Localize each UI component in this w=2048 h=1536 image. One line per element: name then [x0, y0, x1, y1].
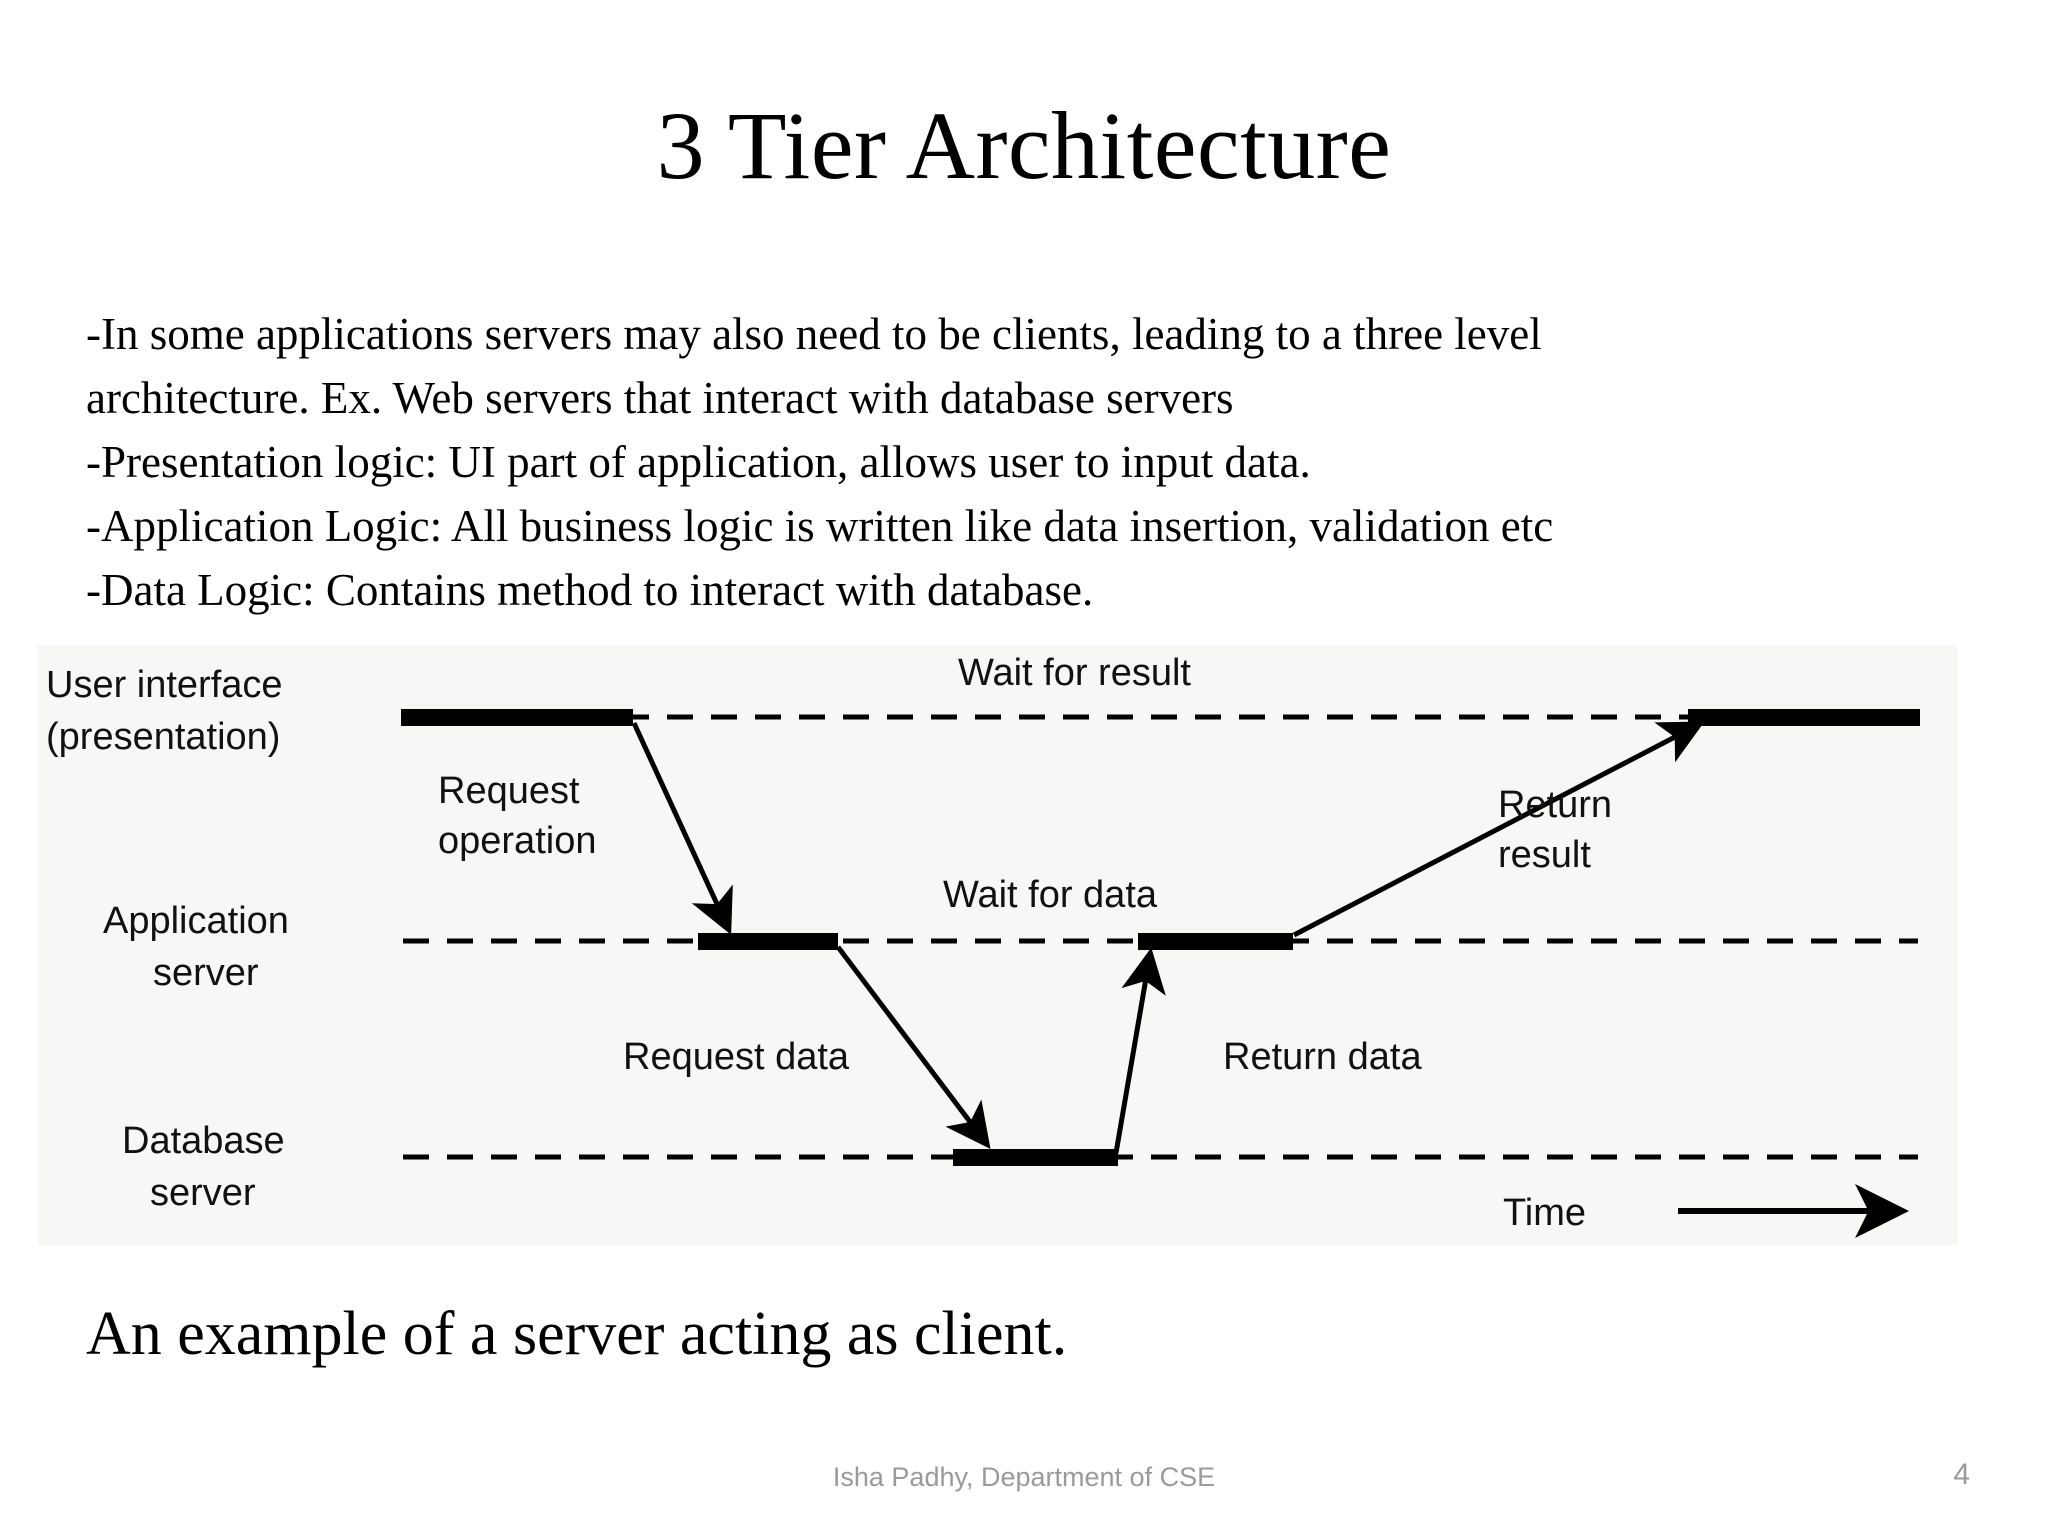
- lifeline-db-active: [953, 1149, 1118, 1166]
- lifeline-label-app-line2: server: [153, 952, 259, 994]
- lifeline-app-active-left: [698, 933, 838, 950]
- lifeline-ui-active-right: [1688, 709, 1920, 726]
- arrow-return-result: [1292, 721, 1705, 938]
- slide-caption: An example of a server acting as client.: [86, 1300, 1068, 1368]
- footer-page-number: 4: [1953, 1458, 1970, 1491]
- label-request-data: Request data: [623, 1036, 850, 1078]
- lifeline-label-app-line1: Application: [103, 900, 289, 942]
- label-request-operation-line1: Request: [438, 770, 580, 812]
- lifeline-app-active-right: [1138, 933, 1293, 950]
- sequence-diagram: User interface (presentation) Applicatio…: [38, 645, 1958, 1245]
- page-title: 3 Tier Architecture: [656, 92, 1392, 199]
- label-return-data: Return data: [1223, 1036, 1422, 1078]
- arrow-return-data: [1113, 947, 1166, 1154]
- label-time-axis: Time: [1503, 1192, 1586, 1234]
- arrow-request-data: [836, 945, 991, 1149]
- body-line-4: -Application Logic: All business logic i…: [86, 501, 1554, 551]
- label-return-result-line2: result: [1498, 834, 1591, 876]
- body-line-1: -In some applications servers may also n…: [86, 309, 1542, 359]
- lifeline-label-ui-line2: (presentation): [46, 716, 280, 758]
- label-request-operation-line2: operation: [438, 820, 596, 862]
- arrow-request-operation: [631, 721, 733, 935]
- lifeline-label-db-line2: server: [150, 1172, 256, 1214]
- label-wait-for-data: Wait for data: [943, 874, 1158, 916]
- body-line-5: -Data Logic: Contains method to interact…: [86, 565, 1094, 615]
- body-line-2: architecture. Ex. Web servers that inter…: [86, 373, 1234, 423]
- label-wait-for-result: Wait for result: [958, 652, 1191, 694]
- lifeline-label-db-line1: Database: [122, 1120, 285, 1162]
- lifeline-ui-active-left: [401, 709, 633, 726]
- lifeline-label-ui-line1: User interface: [46, 664, 283, 706]
- label-return-result-line1: Return: [1498, 784, 1612, 826]
- body-line-3: -Presentation logic: UI part of applicat…: [86, 437, 1311, 487]
- body-text-block: -In some applications servers may also n…: [86, 302, 1966, 622]
- diagram-background: [38, 645, 1958, 1245]
- footer-credit: Isha Padhy, Department of CSE: [832, 1462, 1216, 1492]
